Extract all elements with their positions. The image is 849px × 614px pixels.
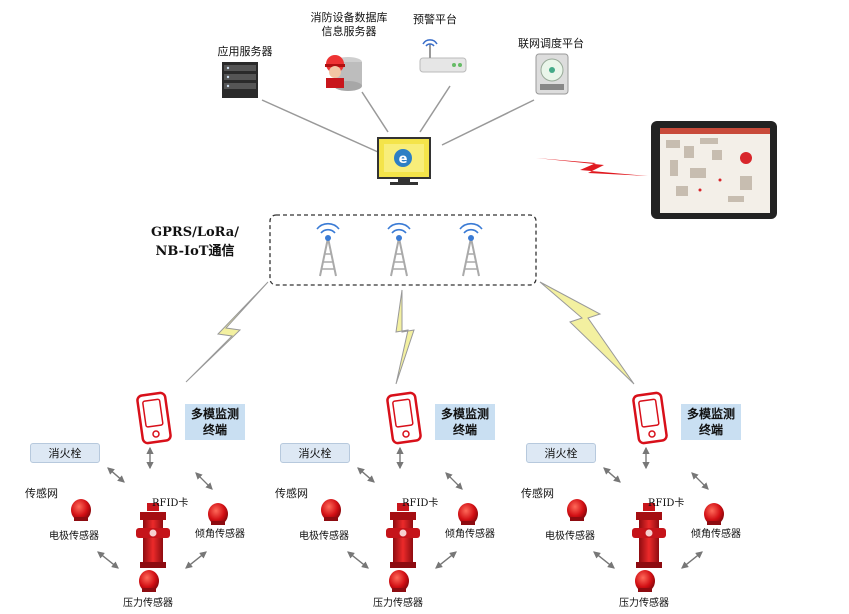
lightning-center <box>395 289 415 385</box>
sensor-icon <box>704 503 724 525</box>
app-server-icon <box>222 62 258 98</box>
rfid-label: RFID卡 <box>402 498 439 509</box>
sensor-network-label: 传感网 <box>275 487 308 500</box>
svg-text:e: e <box>399 152 408 167</box>
sensor-link-arrow <box>593 551 615 569</box>
tower-icon <box>387 222 411 277</box>
terminal-label-line2: 终端 <box>698 423 723 437</box>
app-server-label: 应用服务器 <box>217 45 273 58</box>
wireless-links <box>185 281 635 385</box>
sensor-network-label: 传感网 <box>521 487 554 500</box>
tower-icon <box>459 222 483 277</box>
fire-database-icon <box>325 55 362 91</box>
monitoring-group <box>567 391 724 592</box>
tower-icon <box>316 222 340 277</box>
sensor-link-arrow <box>691 472 709 490</box>
tablet-link-lightning <box>536 158 648 176</box>
network-label-line2: NB-IoT通信 <box>155 244 235 259</box>
terminal-label-line1: 多模监测 <box>440 407 489 421</box>
sensor-icon <box>71 499 91 521</box>
rfid-label: RFID卡 <box>152 498 189 509</box>
pressure-sensor-label: 压力传感器 <box>619 598 669 609</box>
tilt-sensor-label: 倾角传感器 <box>195 529 245 540</box>
terminal-label-line2: 终端 <box>202 423 227 437</box>
sensor-link-arrow <box>681 551 703 569</box>
tower-icons <box>316 222 483 277</box>
dispatch-platform-label: 联网调度平台 <box>518 37 584 50</box>
fire-db-label-line1: 消防设备数据库 <box>310 11 388 24</box>
electrode-sensor-label: 电极传感器 <box>49 531 99 542</box>
hydrant-label: 消火栓 <box>526 443 596 463</box>
terminal-device-icon <box>136 391 172 445</box>
pressure-sensor-label: 压力传感器 <box>123 598 173 609</box>
sensor-link-arrow <box>445 472 463 490</box>
terminal-label-line1: 多模监测 <box>190 407 239 421</box>
terminal-label-box: 多模监测终端 <box>185 404 245 440</box>
network-label-line1: GPRS/LoRa/ <box>151 225 239 240</box>
electrode-sensor-label: 电极传感器 <box>299 531 349 542</box>
sensor-link-arrow <box>107 467 125 483</box>
rfid-label: RFID卡 <box>648 498 685 509</box>
sensor-icon <box>458 503 478 525</box>
hydrant-icon <box>632 503 666 568</box>
tilt-sensor-label: 倾角传感器 <box>445 529 495 540</box>
hydrant-label: 消火栓 <box>30 443 100 463</box>
monitoring-group <box>321 391 478 592</box>
sensor-icon <box>389 570 409 592</box>
sensor-network-label: 传感网 <box>25 487 58 500</box>
sensor-icon <box>139 570 159 592</box>
tablet-icon <box>651 121 777 219</box>
hydrant-icon <box>386 503 420 568</box>
tilt-sensor-label: 倾角传感器 <box>691 529 741 540</box>
central-monitor-icon: e <box>377 137 431 185</box>
sensor-icon <box>567 499 587 521</box>
router-icon <box>419 39 467 73</box>
fire-db-label-line2: 信息服务器 <box>321 25 377 38</box>
terminal-label-line2: 终端 <box>452 423 477 437</box>
sensor-link-arrow <box>435 551 457 569</box>
monitoring-group <box>71 391 228 592</box>
terminal-label-line1: 多模监测 <box>686 407 735 421</box>
pressure-sensor-label: 压力传感器 <box>373 598 423 609</box>
sensor-link-arrow <box>185 551 207 569</box>
terminal-device-icon <box>386 391 422 445</box>
electrode-sensor-label: 电极传感器 <box>545 531 595 542</box>
terminal-label-box: 多模监测终端 <box>435 404 495 440</box>
dispatch-disk-icon <box>535 53 569 95</box>
sensor-link-arrow <box>97 551 119 569</box>
sensor-link-arrow <box>347 551 369 569</box>
terminal-device-icon <box>632 391 668 445</box>
server-links <box>261 85 535 153</box>
hydrant-icon <box>136 503 170 568</box>
lightning-right <box>539 281 635 385</box>
lightning-left <box>185 281 269 383</box>
alarm-platform-label: 预警平台 <box>413 13 457 26</box>
sensor-link-arrow <box>195 472 213 490</box>
sensor-link-arrow <box>357 467 375 483</box>
hydrant-label: 消火栓 <box>280 443 350 463</box>
terminal-label-box: 多模监测终端 <box>681 404 741 440</box>
sensor-icon <box>321 499 341 521</box>
sensor-icon <box>208 503 228 525</box>
sensor-link-arrow <box>603 467 621 483</box>
sensor-icon <box>635 570 655 592</box>
network-boundary <box>269 214 537 286</box>
